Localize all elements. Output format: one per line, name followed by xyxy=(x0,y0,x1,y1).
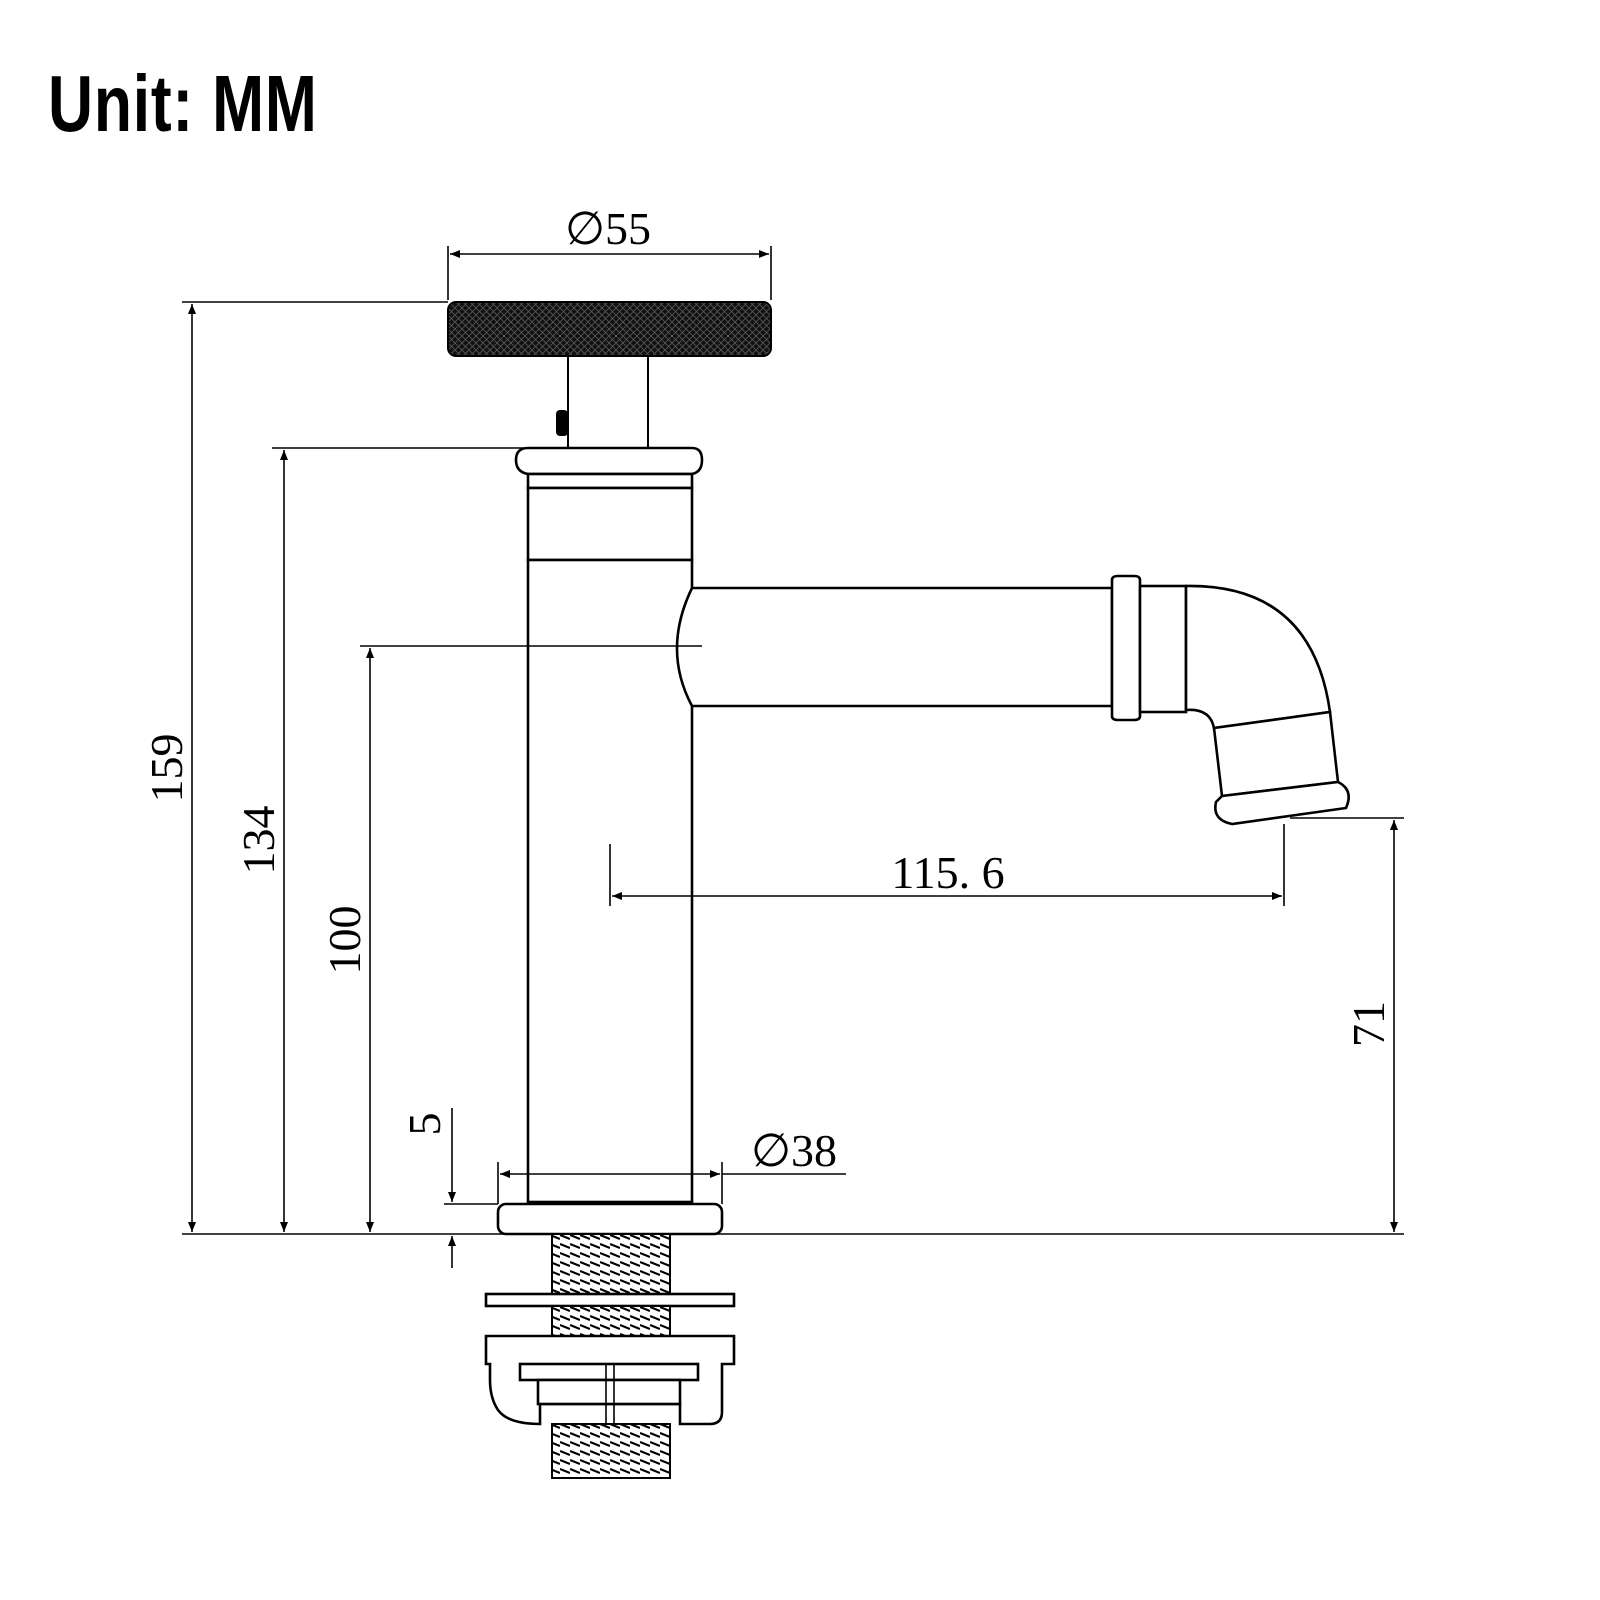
top-collar xyxy=(514,446,704,476)
spout-reach-label: 115. 6 xyxy=(891,847,1004,898)
base-diameter-label: ∅38 xyxy=(751,1125,837,1176)
stem-screw xyxy=(556,410,568,436)
unit-title: Unit: MM xyxy=(48,59,318,148)
nut-slot xyxy=(536,1378,682,1406)
handle-knob xyxy=(447,301,772,357)
threaded-shank-middle xyxy=(551,1305,671,1337)
dimension-lines xyxy=(182,246,1404,1268)
faucet-drawing xyxy=(447,301,1350,1479)
spout-height-label: 100 xyxy=(319,906,370,975)
nut-inner-step xyxy=(518,1362,700,1382)
spout-ring-outer xyxy=(1110,574,1142,722)
threaded-shank-lower xyxy=(551,1423,671,1479)
collar-neck xyxy=(526,472,694,490)
spout-outlet-lip xyxy=(1214,780,1350,826)
threaded-shank-upper xyxy=(551,1233,671,1295)
total-height-label: 159 xyxy=(141,734,192,803)
spout-ring-inner xyxy=(1138,584,1188,714)
spout-elbow xyxy=(1184,584,1332,730)
handle-diameter-label: ∅55 xyxy=(565,203,651,254)
spout-pipe xyxy=(675,586,1114,708)
base-flange xyxy=(496,1202,724,1236)
top-band xyxy=(526,486,694,562)
outlet-height-label: 71 xyxy=(1343,1001,1394,1047)
mounting-washer xyxy=(484,1292,736,1308)
body-height-label: 134 xyxy=(233,806,284,875)
base-thickness-label: 5 xyxy=(399,1113,450,1136)
